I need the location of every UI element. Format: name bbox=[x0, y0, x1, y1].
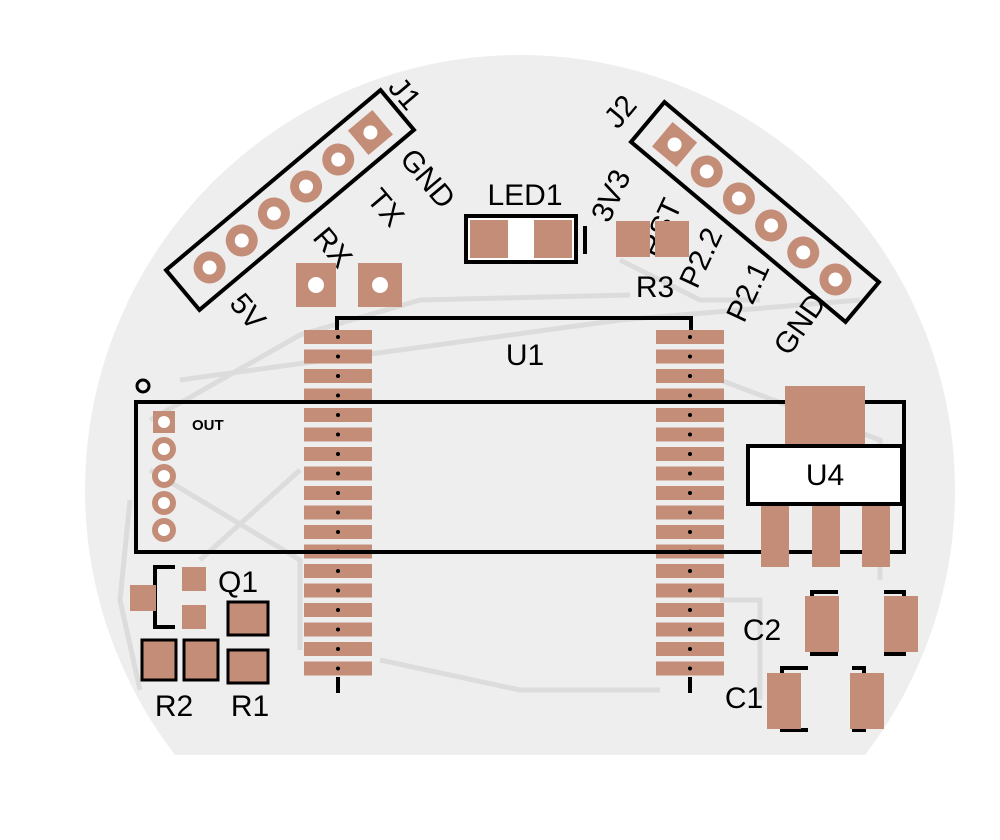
u1-left-pad-dot-2 bbox=[336, 354, 340, 359]
u1-left-pad-dot-5 bbox=[336, 413, 340, 417]
header-j1-pad-hole-4 bbox=[299, 179, 314, 194]
sensor-pin1-marker bbox=[135, 378, 151, 394]
r3-pad-2 bbox=[655, 221, 689, 257]
u4-ref: U4 bbox=[806, 459, 844, 492]
header-j1-outline bbox=[163, 87, 417, 313]
capacitor-c1: C1 bbox=[725, 666, 884, 732]
header-j1-pad-hole-6 bbox=[363, 125, 378, 140]
u1-right-pad-dot-14 bbox=[688, 588, 692, 593]
u1-left-pad-dot-11 bbox=[336, 530, 340, 534]
r2-pad-2 bbox=[182, 638, 220, 682]
u1-left-pad-dot-13 bbox=[336, 569, 340, 573]
header-j2-pad-hole-2 bbox=[699, 164, 714, 179]
u4-tab-pad bbox=[785, 386, 865, 448]
header-j2-pad-hole-6 bbox=[828, 272, 843, 287]
r2-ref: R2 bbox=[155, 690, 193, 723]
header-j2-pad-hole-5 bbox=[796, 245, 811, 260]
header-j1-pad-hole-2 bbox=[234, 233, 249, 248]
header-j2-pad-hole-1 bbox=[667, 137, 682, 152]
u1-right-pad-dot-7 bbox=[688, 452, 692, 456]
c1-pad-1 bbox=[767, 673, 801, 729]
u1-left-pad-dot-4 bbox=[336, 393, 340, 398]
u1-right-pad-dot-9 bbox=[688, 491, 692, 495]
u1-left-pad-dot-18 bbox=[336, 666, 340, 671]
c1-ref: C1 bbox=[725, 682, 763, 715]
u1-right-pad-dot-18 bbox=[688, 666, 692, 671]
r3-ref: R3 bbox=[636, 271, 674, 304]
u1-right-pad-dot-15 bbox=[688, 608, 692, 612]
u1-right-pad-dot-11 bbox=[688, 530, 692, 534]
u1-right-pad-dot-8 bbox=[688, 471, 692, 476]
sensor-pad-hole-4 bbox=[158, 497, 170, 509]
u1-right-pad-dot-10 bbox=[688, 510, 692, 515]
u1-left-pad-dot-16 bbox=[336, 627, 340, 632]
sensor-pad-hole-5 bbox=[158, 524, 170, 536]
regulator-u4: U4 bbox=[746, 386, 904, 567]
r1-ref: R1 bbox=[231, 690, 269, 723]
c2-ref: C2 bbox=[743, 614, 781, 647]
q1-ref: Q1 bbox=[218, 566, 258, 599]
sensor-pad-hole-2 bbox=[158, 443, 170, 455]
module-u1: U1 bbox=[304, 316, 724, 693]
led1-pad-2 bbox=[534, 220, 572, 258]
u1-right-pad-dot-5 bbox=[688, 413, 692, 417]
header-j1-pad-hole-5 bbox=[331, 152, 346, 167]
sensor-pad-hole-1 bbox=[158, 416, 170, 428]
u1-right-pad-dot-2 bbox=[688, 354, 692, 359]
header-j1-pad-hole-3 bbox=[266, 206, 281, 221]
u1-right-pad-dot-17 bbox=[688, 647, 692, 651]
u1-left-pad-dot-9 bbox=[336, 491, 340, 495]
u1-right-pad-dot-6 bbox=[688, 432, 692, 437]
u1-right-pad-dot-16 bbox=[688, 627, 692, 632]
u4-body bbox=[746, 444, 904, 506]
sensor-pad-hole-3 bbox=[158, 470, 170, 482]
c2-pad-1 bbox=[805, 596, 839, 652]
rx-tx-pads bbox=[296, 263, 402, 307]
header-j2-pad-hole-4 bbox=[764, 218, 779, 233]
header-j2-outline bbox=[628, 99, 882, 325]
led1: LED1 bbox=[464, 179, 587, 264]
u1-right-pad-dot-1 bbox=[688, 335, 692, 339]
q1-pad-1 bbox=[182, 567, 206, 591]
sensor-out-label: OUT bbox=[192, 417, 224, 434]
u1-left-pad-dot-15 bbox=[336, 608, 340, 612]
led1-ref: LED1 bbox=[487, 179, 562, 212]
u4-pin-2 bbox=[812, 505, 840, 567]
resistor-r2: R2 bbox=[140, 638, 220, 723]
u1-left-pad-dot-3 bbox=[336, 374, 340, 378]
r3-pad-1 bbox=[616, 221, 650, 257]
r1-pad-2 bbox=[226, 648, 270, 685]
u1-left-pad-dot-14 bbox=[336, 588, 340, 593]
module-u1-ref: U1 bbox=[506, 339, 544, 372]
u1-left-pad-dot-7 bbox=[336, 452, 340, 456]
u1-right-pad-dot-4 bbox=[688, 393, 692, 398]
r1-pad-1 bbox=[226, 600, 270, 637]
r2-pad-1 bbox=[140, 638, 178, 682]
c1-pad-2 bbox=[850, 673, 884, 729]
header-j1-pad-hole-1 bbox=[202, 260, 217, 275]
u1-right-pad-dot-3 bbox=[688, 374, 692, 378]
u1-left-pad-dot-10 bbox=[336, 510, 340, 515]
u4-pin-3 bbox=[862, 505, 890, 567]
led1-pad-1 bbox=[470, 220, 508, 258]
resistor-r1: R1 bbox=[226, 600, 270, 723]
module-u1-top-edge bbox=[335, 316, 693, 330]
r3: R3 bbox=[616, 221, 689, 304]
u1-left-pad-dot-17 bbox=[336, 647, 340, 651]
header-j2-pad-hole-3 bbox=[731, 191, 746, 206]
pad-tx-hole bbox=[372, 277, 388, 293]
q1-pad-2 bbox=[182, 605, 206, 629]
u4-pin-1 bbox=[761, 505, 789, 567]
u1-right-pad-dot-13 bbox=[688, 569, 692, 573]
q1-pad-3 bbox=[130, 585, 156, 611]
transistor-q1: Q1 bbox=[130, 565, 258, 629]
pad-rx-hole bbox=[308, 277, 324, 293]
capacitor-c2: C2 bbox=[743, 590, 918, 656]
u1-left-pad-dot-1 bbox=[336, 335, 340, 339]
u1-left-pad-dot-6 bbox=[336, 432, 340, 437]
u1-left-pad-dot-8 bbox=[336, 471, 340, 476]
c2-pad-2 bbox=[884, 596, 918, 652]
